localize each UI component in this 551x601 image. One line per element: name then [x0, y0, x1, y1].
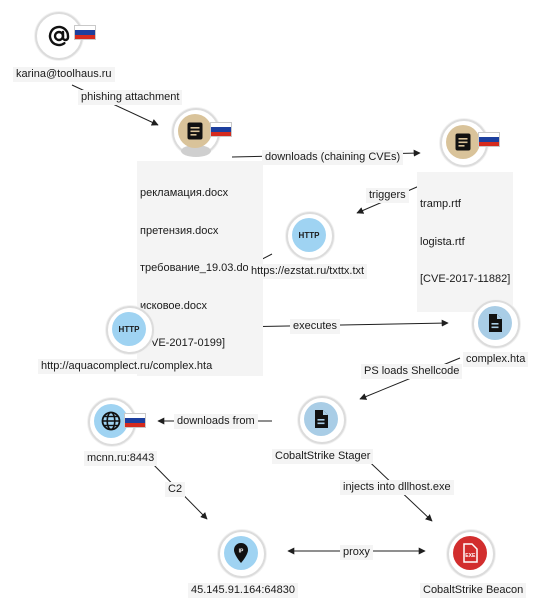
rtf-file-2: logista.rtf	[420, 235, 465, 248]
ip-pin-text: IP	[239, 549, 244, 555]
russia-flag-icon	[478, 132, 500, 147]
node-http-aquacomplect-label: http://aquacomplect.ru/complex.hta	[38, 359, 216, 374]
docx-file-2: претензия.docx	[140, 224, 219, 237]
edge-label-c2: C2	[165, 482, 186, 497]
node-domain-label: mcnn.ru:8443	[84, 451, 158, 466]
rtf-file-1: tramp.rtf	[420, 198, 461, 210]
at-sign-icon	[42, 19, 76, 53]
node-http-ezstat-label: https://ezstat.ru/txttx.txt	[248, 264, 368, 279]
russia-flag-icon	[210, 122, 232, 137]
edge-label-ps-loads: PS loads Shellcode	[361, 364, 463, 379]
edge-label-injects: injects into dllhost.exe	[340, 480, 454, 495]
edge-label-downloads-from: downloads from	[174, 414, 258, 429]
file-icon	[304, 402, 338, 436]
node-email-label: karina@toolhaus.ru	[13, 67, 115, 82]
docx-file-1: рекламация.docx	[140, 187, 229, 199]
node-stager-label: CobaltStrike Stager	[272, 449, 374, 464]
russia-flag-icon	[124, 413, 146, 428]
edge-label-downloads-cves: downloads (chaining CVEs)	[262, 150, 404, 165]
http-icon: HTTP	[112, 312, 146, 346]
node-docx-label: рекламация.docx претензия.docx требовани…	[137, 161, 263, 376]
docx-cve: [CVE-2017-0199]	[140, 337, 225, 349]
document-icon	[446, 125, 480, 159]
http-icon: HTTP	[292, 218, 326, 252]
docx-file-4: исковое.docx	[140, 299, 207, 312]
edge-label-proxy: proxy	[340, 545, 373, 560]
edge-label-triggers: triggers	[366, 188, 409, 203]
globe-icon	[94, 404, 128, 438]
node-beacon-label: CobaltStrike Beacon	[420, 583, 527, 598]
rtf-cve: [CVE-2017-11882]	[420, 273, 511, 285]
exe-icon-text: EXE	[465, 553, 476, 559]
edge-label-executes: executes	[290, 319, 341, 334]
node-rtf-label: tramp.rtf logista.rtf [CVE-2017-11882]	[417, 172, 514, 312]
docx-file-3: требование_19.03.docx	[140, 262, 260, 274]
node-ip-label: 45.145.91.164:64830	[188, 583, 298, 598]
exe-file-icon: EXE	[453, 536, 487, 570]
ip-pin-icon: IP	[224, 536, 258, 570]
node-complex-hta-label: complex.hta	[463, 352, 529, 367]
node-docx-shadow	[181, 145, 211, 157]
file-icon	[478, 306, 512, 340]
russia-flag-icon	[74, 25, 96, 40]
document-icon	[178, 114, 212, 148]
edge-label-phishing: phishing attachment	[78, 90, 183, 105]
